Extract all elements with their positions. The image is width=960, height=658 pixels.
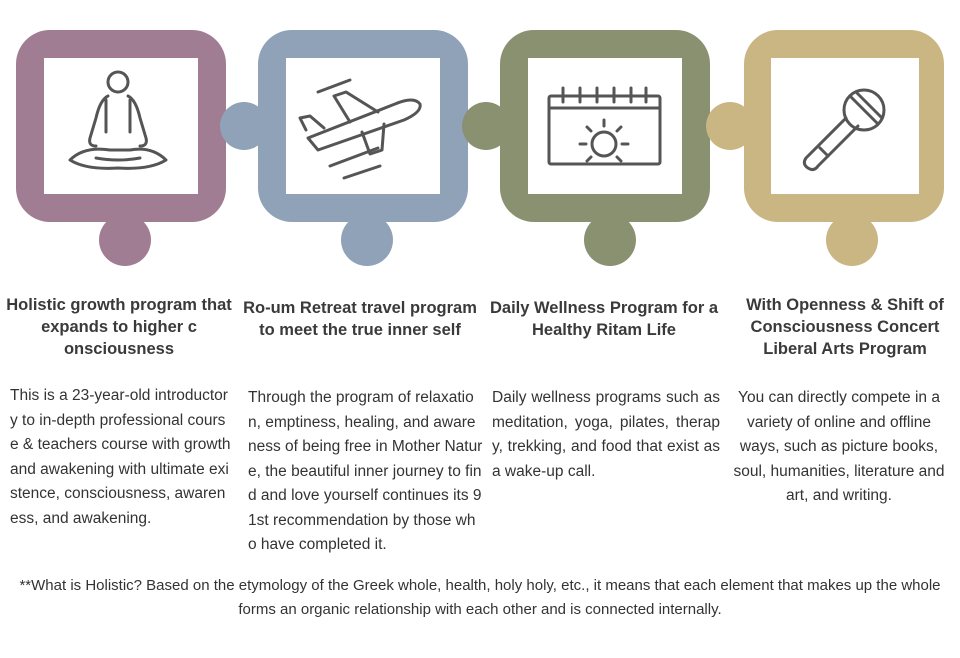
card-2-description: Through the program of relaxation, empti… bbox=[248, 389, 483, 553]
card-3-title: Daily Wellness Program for a Healthy Rit… bbox=[489, 299, 719, 339]
microphone-icon bbox=[802, 88, 886, 172]
puzzle-piece-1 bbox=[16, 30, 226, 266]
card-3-description: Daily wellness programs such as meditati… bbox=[492, 389, 720, 480]
airplane-icon bbox=[298, 78, 422, 180]
card-2-title: Ro-um Retreat travel program to meet the… bbox=[243, 299, 477, 339]
card-1-description: This is a 23-year-old introductory to in… bbox=[10, 387, 231, 527]
puzzle-piece-2 bbox=[220, 30, 468, 266]
meditation-icon bbox=[68, 70, 168, 170]
card-1-title: Holistic growth program that expands to … bbox=[6, 296, 232, 358]
puzzle-strip bbox=[16, 30, 944, 266]
puzzle-piece-3 bbox=[462, 30, 710, 266]
holistic-footnote: **What is Holistic? Based on the etymolo… bbox=[19, 577, 941, 618]
card-4-title: With Openness & Shift of Consciousness C… bbox=[746, 296, 944, 358]
puzzle-piece-4 bbox=[706, 30, 944, 266]
calendar-sun-icon bbox=[547, 86, 662, 166]
card-4-description: You can directly compete in a variety of… bbox=[733, 389, 945, 504]
